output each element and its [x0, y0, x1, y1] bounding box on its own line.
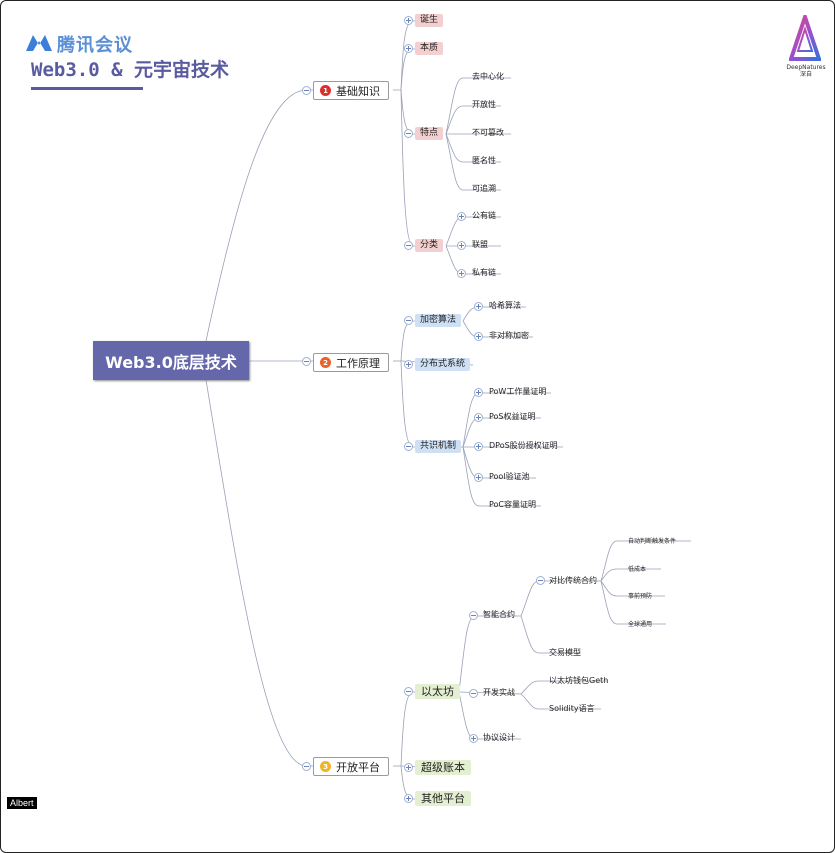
branch2-label: 工作原理 — [336, 356, 380, 370]
branch1-number-badge: 1 — [320, 85, 331, 96]
branch3-node[interactable]: 3 开放平台 — [313, 757, 389, 776]
compare-item[interactable]: 事前预防 — [628, 593, 653, 600]
consensus-item[interactable]: DPoS股份授权证明 — [489, 441, 558, 450]
classification-collapse-toggle[interactable] — [404, 241, 413, 250]
features-node[interactable]: 特点 — [415, 127, 444, 140]
corner-brand-cn: 深自 — [799, 71, 812, 78]
super-ledger-node[interactable]: 超级账本 — [415, 760, 471, 775]
branch2-collapse-toggle[interactable] — [302, 357, 311, 366]
consensus-node[interactable]: 共识机制 — [415, 440, 462, 453]
consensus-item[interactable]: Pool验证池 — [489, 472, 530, 481]
crypto-item-expand-toggle[interactable] — [474, 332, 483, 341]
watermark-label: Albert — [7, 797, 37, 809]
super-ledger-expand-toggle[interactable] — [404, 763, 413, 772]
branch1-collapse-toggle[interactable] — [302, 86, 311, 95]
title-underline — [31, 87, 143, 90]
ethereum-node[interactable]: 以太坊 — [415, 684, 460, 699]
feature-item[interactable]: 可追溯 — [472, 184, 496, 193]
smart-contract-node[interactable]: 智能合约 — [483, 610, 515, 619]
compare-collapse-toggle[interactable] — [536, 576, 545, 585]
birth-expand-toggle[interactable] — [404, 16, 413, 25]
compare-node[interactable]: 对比传统合约 — [549, 576, 597, 585]
root-to-branch3-line — [205, 379, 313, 767]
protocol-node[interactable]: 协议设计 — [483, 733, 515, 742]
features-collapse-toggle[interactable] — [404, 129, 413, 138]
dev-practice-collapse-toggle[interactable] — [469, 689, 478, 698]
consensus-item[interactable]: PoS权益证明 — [489, 412, 536, 421]
branch2-number-badge: 2 — [320, 357, 331, 368]
compare-item[interactable]: 低成本 — [628, 566, 647, 573]
classification-node[interactable]: 分类 — [415, 239, 444, 252]
birth-node[interactable]: 诞生 — [415, 14, 444, 27]
consensus-item-expand-toggle[interactable] — [474, 442, 483, 451]
other-platforms-node[interactable]: 其他平台 — [415, 791, 471, 806]
consensus-item-expand-toggle[interactable] — [474, 388, 483, 397]
class-item-expand-toggle[interactable] — [457, 241, 466, 250]
dev-item[interactable]: Solidity语言 — [549, 704, 595, 713]
distributed-node[interactable]: 分布式系统 — [415, 358, 471, 371]
class-item-expand-toggle[interactable] — [457, 269, 466, 278]
branch1-node[interactable]: 1 基础知识 — [313, 81, 389, 100]
crypto-node[interactable]: 加密算法 — [415, 314, 462, 327]
consensus-item[interactable]: PoW工作量证明 — [489, 387, 547, 396]
consensus-item-expand-toggle[interactable] — [474, 413, 483, 422]
branch1-label: 基础知识 — [336, 84, 380, 98]
class-item[interactable]: 私有链 — [472, 268, 496, 277]
class-item-expand-toggle[interactable] — [457, 212, 466, 221]
essence-node[interactable]: 本质 — [415, 42, 444, 55]
crypto-item[interactable]: 哈希算法 — [489, 301, 521, 310]
page-title: Web3.0 & 元宇宙技术 — [31, 59, 229, 81]
crypto-item-expand-toggle[interactable] — [474, 302, 483, 311]
dev-item[interactable]: 以太坊钱包Geth — [549, 676, 609, 685]
feature-item[interactable]: 开放性 — [472, 100, 496, 109]
feature-item[interactable]: 不可篡改 — [472, 128, 504, 137]
logo-text: 腾讯会议 — [57, 35, 133, 56]
corner-brand: DeepNatures 深自 — [782, 64, 830, 78]
tencent-meeting-logo-icon — [26, 35, 52, 51]
branch2-node[interactable]: 2 工作原理 — [313, 353, 389, 372]
corner-brand-en: DeepNatures — [786, 64, 826, 71]
consensus-collapse-toggle[interactable] — [404, 442, 413, 451]
root-to-branch1-line — [205, 89, 313, 342]
deepnatures-logo-icon — [789, 15, 821, 61]
class-item[interactable]: 公有链 — [472, 211, 496, 220]
distributed-expand-toggle[interactable] — [404, 360, 413, 369]
crypto-item[interactable]: 非对称加密 — [489, 331, 529, 340]
ethereum-collapse-toggle[interactable] — [404, 687, 413, 696]
consensus-item[interactable]: PoC容量证明 — [489, 500, 537, 509]
branch3-collapse-toggle[interactable] — [302, 762, 311, 771]
compare-item[interactable]: 全球通用 — [628, 621, 653, 628]
feature-item[interactable]: 去中心化 — [472, 72, 504, 81]
trade-model-node[interactable]: 交易模型 — [549, 648, 581, 657]
crypto-collapse-toggle[interactable] — [404, 316, 413, 325]
dev-practice-node[interactable]: 开发实战 — [483, 688, 515, 697]
essence-expand-toggle[interactable] — [404, 44, 413, 53]
compare-item[interactable]: 自动判断触发条件 — [628, 538, 677, 545]
root-node[interactable]: Web3.0底层技术 — [93, 341, 249, 380]
class-item[interactable]: 联盟 — [472, 240, 488, 249]
consensus-item-expand-toggle[interactable] — [474, 473, 483, 482]
branch3-label: 开放平台 — [336, 760, 380, 774]
smart-contract-collapse-toggle[interactable] — [469, 611, 478, 620]
branch3-number-badge: 3 — [320, 761, 331, 772]
feature-item[interactable]: 匿名性 — [472, 156, 496, 165]
protocol-expand-toggle[interactable] — [469, 734, 478, 743]
other-platforms-expand-toggle[interactable] — [404, 794, 413, 803]
